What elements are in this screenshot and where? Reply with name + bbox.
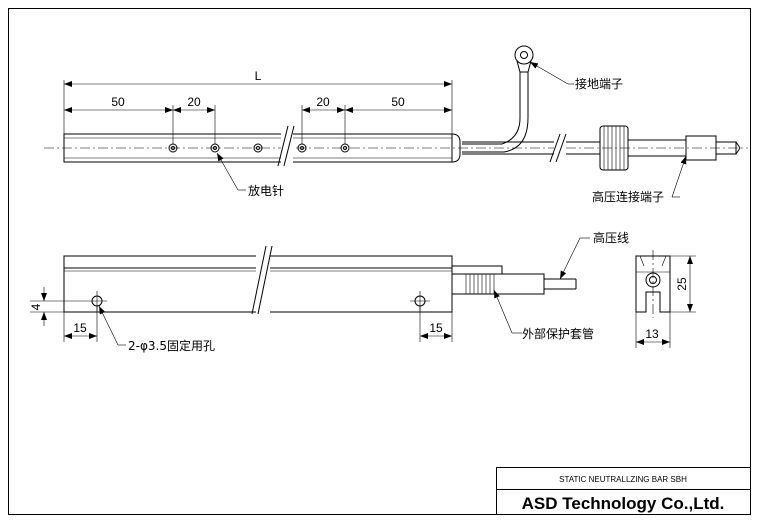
ground-terminal-leader: 接地端子 (529, 61, 623, 91)
discharge-needle-label: 放电针 (248, 183, 284, 198)
top-view: L 50 20 20 50 (44, 45, 748, 204)
ground-terminal-label: 接地端子 (575, 76, 623, 91)
mount-hole-label: 2-φ3.5固定用孔 (128, 338, 215, 353)
hv-wire-front (544, 278, 577, 290)
discharge-needle-leader: 放电针 (216, 152, 284, 198)
dim-15-left: 15 (63, 306, 98, 342)
hv-connector-leader: 高压连接端子 (592, 155, 687, 204)
dim-50-right: 50 (345, 95, 452, 113)
dim-25: 25 (670, 255, 696, 313)
dim-50-right-label: 50 (391, 95, 405, 109)
top-break-mark (277, 125, 295, 168)
outer-sleeve-label: 外部保护套管 (522, 326, 594, 341)
outer-sleeve (451, 273, 545, 295)
front-view: 高压线 外部保护套管 2-φ3.5固定用孔 4 15 (29, 230, 629, 353)
dim-50-left-label: 50 (111, 95, 125, 109)
front-clip (451, 265, 503, 275)
title-block: STATIC NEUTRALLZING BAR SBH ASD Technolo… (496, 467, 751, 515)
hv-connector-label: 高压连接端子 (592, 189, 664, 204)
dim-50-left: 50 (64, 95, 174, 144)
dim-4: 4 (29, 287, 87, 326)
dim-15-right-label: 15 (429, 321, 443, 335)
end-view: 25 13 (635, 250, 696, 348)
hv-wire-label: 高压线 (593, 230, 629, 245)
drawing-frame (8, 8, 751, 515)
hv-cable-top (462, 132, 600, 164)
dim-20-left-label: 20 (187, 95, 201, 109)
dim-13-label: 13 (645, 327, 659, 341)
dim-25-label: 25 (675, 277, 689, 291)
hv-connector (599, 125, 741, 171)
mount-hole-leader: 2-φ3.5固定用孔 (98, 305, 215, 353)
dim-20-right-label: 20 (316, 95, 330, 109)
dim-15-left-label: 15 (73, 321, 87, 335)
dim-4-label: 4 (29, 303, 43, 310)
hv-wire-leader: 高压线 (559, 230, 629, 280)
front-break-mark (251, 245, 273, 318)
dim-L-label: L (255, 69, 262, 83)
dim-13: 13 (635, 312, 671, 348)
company-name: ASD Technology Co.,Ltd. (522, 494, 725, 513)
outer-sleeve-leader: 外部保护套管 (493, 289, 594, 341)
dim-20-left: 20 (173, 95, 216, 144)
bar-body-top (63, 133, 461, 163)
ground-terminal (462, 45, 534, 153)
dim-20-right: 20 (301, 95, 346, 144)
dim-15-right: 15 (419, 306, 453, 342)
product-name: STATIC NEUTRALLZING BAR SBH (559, 475, 687, 484)
